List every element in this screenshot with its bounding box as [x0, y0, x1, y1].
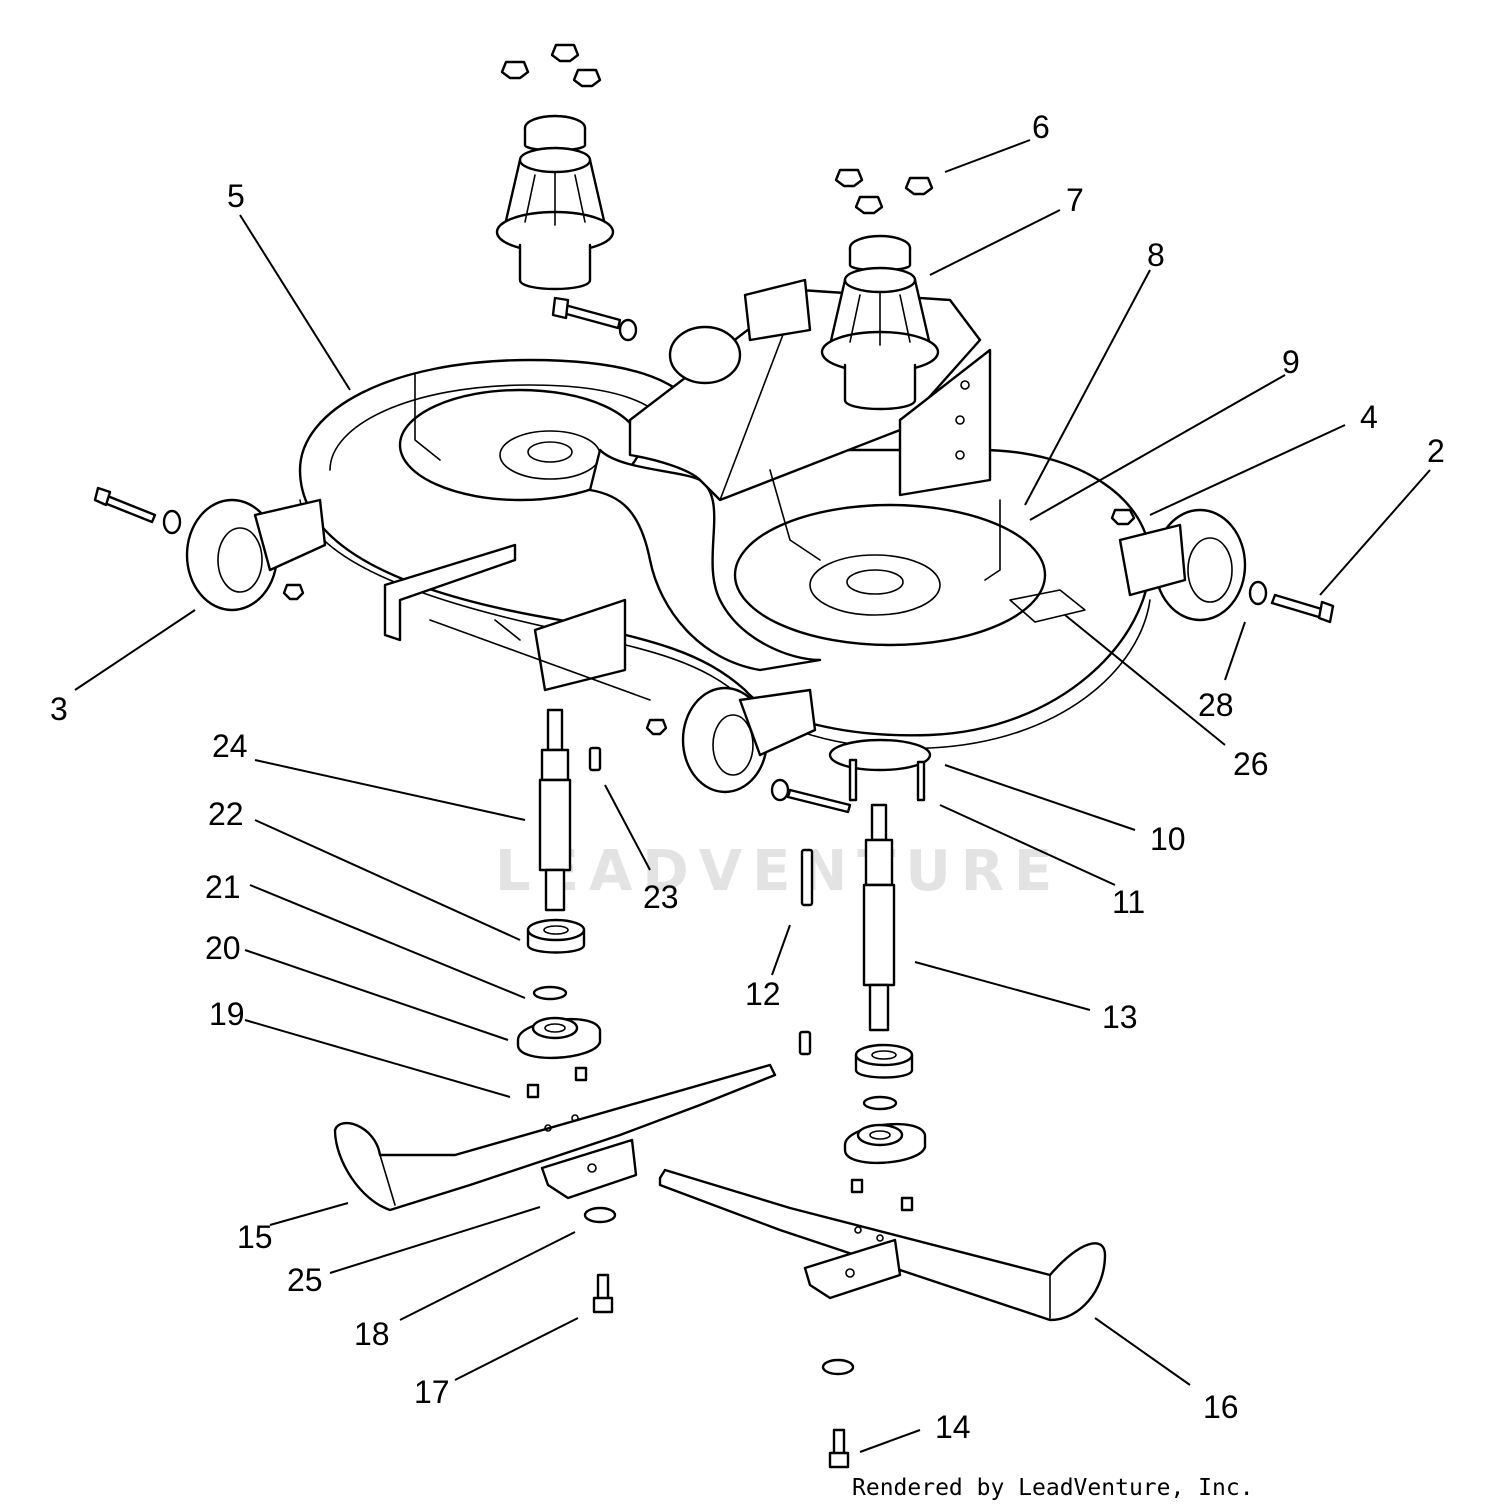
callout-labels: 2 3 4 5 6 7 8 9 10 11 12 13 14 15 16 17 … [50, 109, 1445, 1445]
blade-left [333, 1063, 777, 1212]
spindle-housing-right [820, 234, 940, 411]
callout-25: 25 [287, 1262, 323, 1298]
callout-6: 6 [1032, 109, 1050, 145]
blade-bolt-left [592, 1273, 614, 1314]
gauge-wheel-left-rear [185, 498, 327, 612]
blade-stiffener-left [540, 1138, 638, 1200]
bolt-right-wheel [1248, 580, 1335, 624]
spindle-housing-left [495, 114, 615, 291]
screw-19-c [850, 1178, 864, 1194]
callout-3: 3 [50, 691, 68, 727]
gauge-wheel-right-rear [1118, 508, 1247, 622]
watermark-text: LEADVENTURE [495, 839, 1062, 904]
gauge-wheel-center-front [681, 686, 817, 794]
snap-ring-right [862, 1095, 898, 1111]
bearing-left [526, 918, 586, 954]
callout-2: 2 [1427, 433, 1445, 469]
lower-bearing-area [770, 738, 932, 814]
callout-24: 24 [212, 728, 248, 764]
spindle-shaft-right [862, 803, 896, 1032]
callout-16: 16 [1203, 1389, 1239, 1425]
callout-22: 22 [208, 796, 244, 832]
screw-19-d [900, 1196, 914, 1212]
callout-23: 23 [643, 879, 679, 915]
callout-4: 4 [1360, 399, 1378, 435]
screw-19-a [526, 1083, 540, 1099]
callout-8: 8 [1147, 237, 1165, 273]
callout-18: 18 [354, 1316, 390, 1352]
key-item-23 [588, 746, 602, 772]
render-credit: Rendered by LeadVenture, Inc. [852, 1475, 1254, 1501]
nut-item-4 [1110, 508, 1136, 526]
callout-19: 19 [209, 996, 245, 1032]
nut-front-wheel [645, 718, 668, 736]
leader-lines [74, 139, 1431, 1453]
bolt-spindle-left [551, 296, 638, 342]
callout-10: 10 [1150, 821, 1186, 857]
bolt-left-wheel [93, 486, 182, 535]
washer-left [583, 1206, 617, 1224]
screw-19-b [574, 1066, 588, 1082]
nut-set-right [834, 168, 934, 215]
key-item-12-short [798, 1030, 812, 1056]
callout-12: 12 [745, 976, 781, 1012]
callout-15: 15 [237, 1219, 273, 1255]
callout-13: 13 [1102, 999, 1138, 1035]
callout-5: 5 [227, 178, 245, 214]
snap-ring-left [532, 985, 568, 1001]
bearing-flange-left [516, 1016, 602, 1060]
callout-17: 17 [414, 1374, 450, 1410]
nut-left-wheel [282, 583, 305, 601]
callout-11: 11 [1112, 884, 1145, 920]
callout-14: 14 [935, 1409, 971, 1445]
callout-21: 21 [205, 869, 241, 905]
nut-set-left [500, 43, 602, 88]
bearing-right [854, 1043, 914, 1079]
callout-26: 26 [1233, 746, 1269, 782]
blade-bolt-right [828, 1428, 850, 1469]
key-item-12-long [800, 848, 814, 907]
washer-right [821, 1358, 855, 1376]
spindle-shaft-left [538, 708, 572, 912]
callout-9: 9 [1282, 344, 1300, 380]
blade-stiffener-right [803, 1238, 902, 1300]
callout-20: 20 [205, 930, 241, 966]
mower-deck-housing [298, 278, 1152, 750]
callout-28: 28 [1198, 687, 1234, 723]
bearing-flange-right [843, 1122, 927, 1165]
gauge-wheel-center-rear [668, 325, 742, 385]
callout-7: 7 [1066, 182, 1084, 218]
